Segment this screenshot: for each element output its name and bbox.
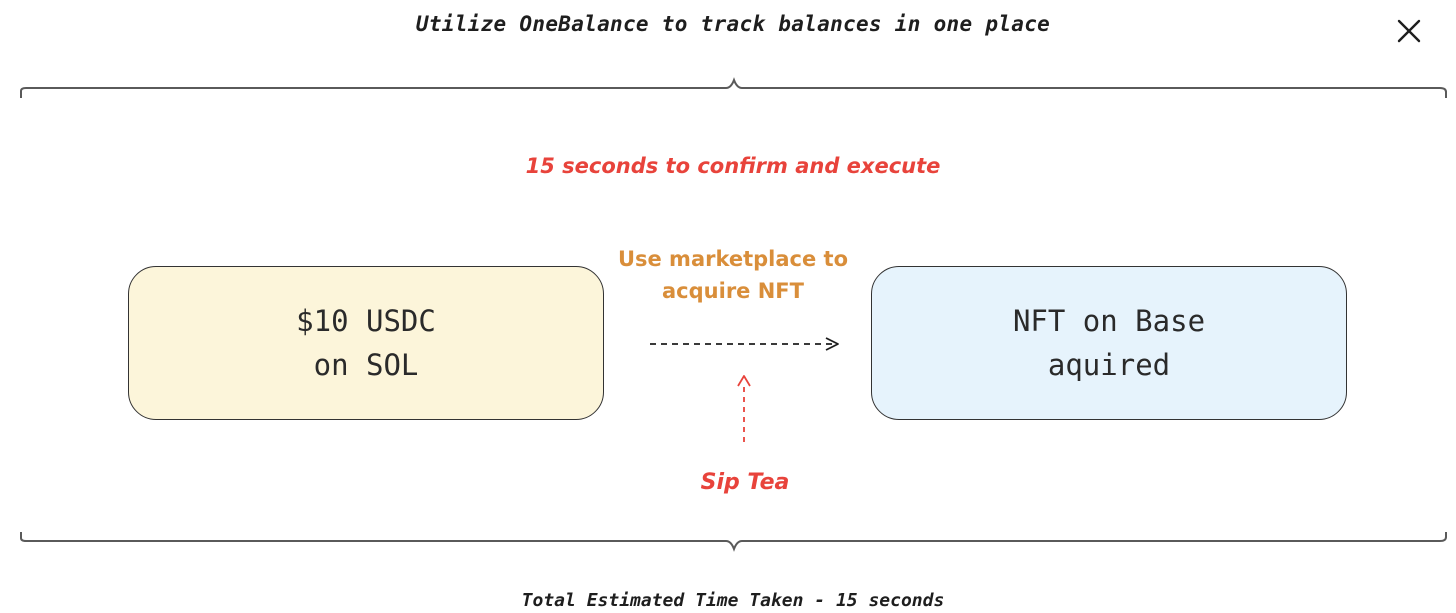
edge-label: Use marketplace to acquire NFT [598,243,868,307]
flow-arrow [650,337,839,351]
total-time-footer: Total Estimated Time Taken - 15 seconds [521,590,945,611]
bottom-brace [20,532,1447,552]
edge-label-line2: acquire NFT [662,279,804,303]
source-node-line2: on SOL [313,348,419,382]
confirm-time-note: 15 seconds to confirm and execute [525,154,941,178]
target-node: NFT on Base aquired [871,266,1347,420]
edge-label-line1: Use marketplace to [617,247,849,271]
diagram-title: Utilize OneBalance to track balances in … [415,12,1051,36]
source-node: $10 USDC on SOL [128,266,604,420]
close-icon [1397,19,1421,43]
close-button[interactable] [1394,16,1424,46]
target-node-line1: NFT on Base [1012,304,1206,338]
target-node-line2: aquired [1047,348,1171,382]
sip-tea-arrow [737,375,751,442]
source-node-line1: $10 USDC [296,304,436,338]
sip-tea-note: Sip Tea [700,470,790,495]
top-brace [20,77,1447,98]
